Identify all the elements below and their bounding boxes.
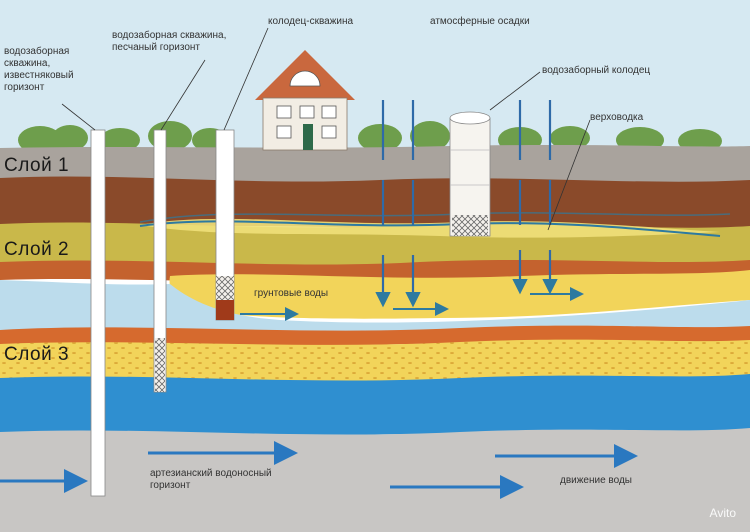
label-line: известняковый <box>4 70 74 81</box>
well-bore <box>215 129 235 321</box>
label-well-limestone: водозаборная скважина, известняковый гор… <box>4 46 74 94</box>
avito-watermark: Avito <box>709 506 736 520</box>
layer1-label: Слой 1 <box>4 155 70 176</box>
house <box>255 50 355 151</box>
light-blue-gap <box>0 280 750 334</box>
leader-lines <box>61 27 591 231</box>
label-line: горизонт <box>4 82 45 93</box>
groundwater-sand <box>169 270 750 319</box>
bedrock <box>0 428 750 532</box>
label-perched-water: верховодка <box>590 112 644 123</box>
label-well-sand: водозаборная скважина, песчаный горизонт <box>112 30 226 54</box>
label-line: песчаный горизонт <box>112 42 200 53</box>
artesian-arrows <box>0 441 638 499</box>
label-groundwater: грунтовые воды <box>254 288 329 299</box>
well-sand <box>153 129 167 393</box>
intake-well <box>449 111 491 237</box>
layer2-label: Слой 2 <box>4 239 70 260</box>
groundwater-arrows <box>240 287 584 321</box>
label-line: горизонт <box>150 480 191 491</box>
layer3-label: Слой 3 <box>4 344 70 365</box>
label-line: скважина, <box>4 58 51 69</box>
label-line: артезианский водоносный <box>150 468 272 479</box>
precipitation-lines <box>375 100 558 308</box>
label-line: водозаборная скважина, <box>112 30 227 41</box>
label-intake-well: водозаборный колодец <box>542 65 651 76</box>
label-water-flow: движение воды <box>560 475 632 486</box>
label-line: водозаборная <box>4 46 70 57</box>
artesian-water <box>0 374 750 438</box>
label-artesian: артезианский водоносный горизонт <box>150 468 272 492</box>
label-well-bore: колодец-скважина <box>268 16 354 27</box>
label-precipitation: атмосферные осадки <box>430 16 530 27</box>
well-limestone <box>90 129 106 497</box>
clay-brown-layer <box>0 176 750 232</box>
